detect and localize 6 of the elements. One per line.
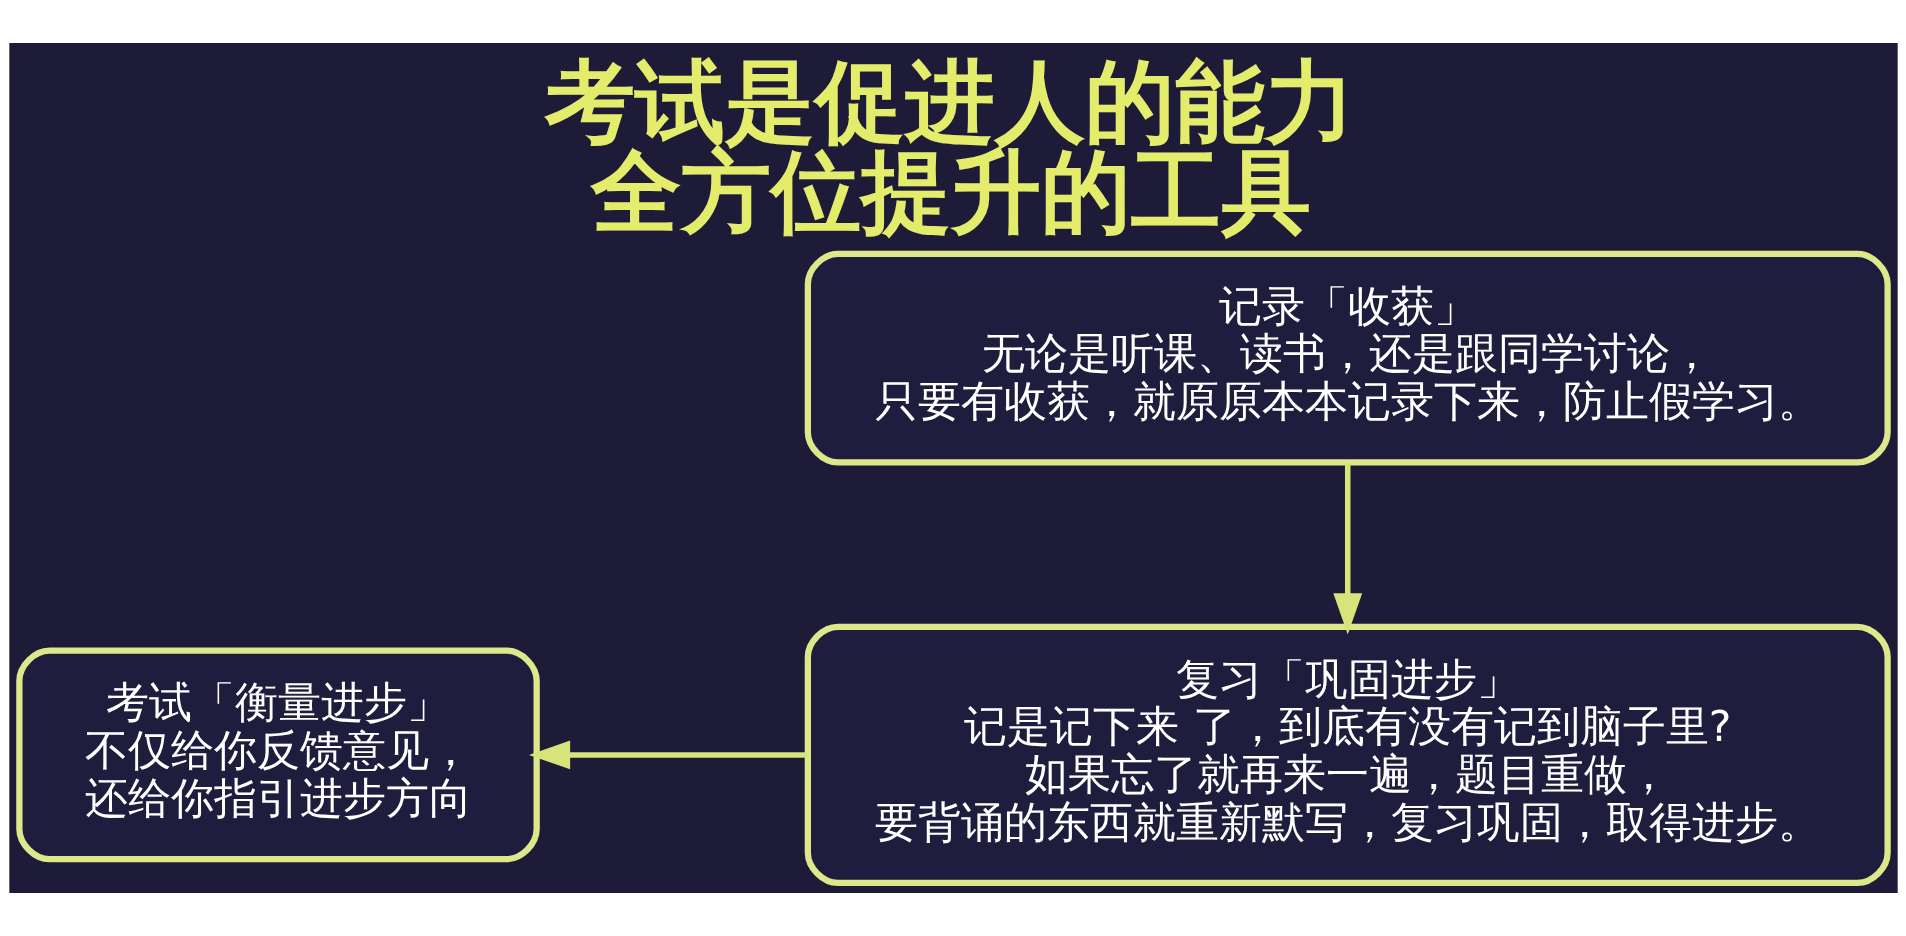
arrow — [528, 740, 807, 770]
diagram-title: 考试是促进人的能力全方位提升的工具 — [544, 48, 1355, 245]
node-box: 复习「巩固进步」 记是记下来 了，到底有没有记到脑子里?如果忘了就再来一遍，题目重做，要背诵的东西就重新默写，复习巩固，取得进步。 — [804, 623, 1891, 887]
node-box: 记录「收获」 无论是听课、读书，还是跟同学讨论，只要有收获，就原原本本记录下来，防止假学习。 — [804, 250, 1891, 466]
arrow — [1332, 462, 1362, 635]
node-box: 考试「衡量进步」 不仅给你反馈意见，还给你指引进步方向 — [15, 647, 540, 863]
